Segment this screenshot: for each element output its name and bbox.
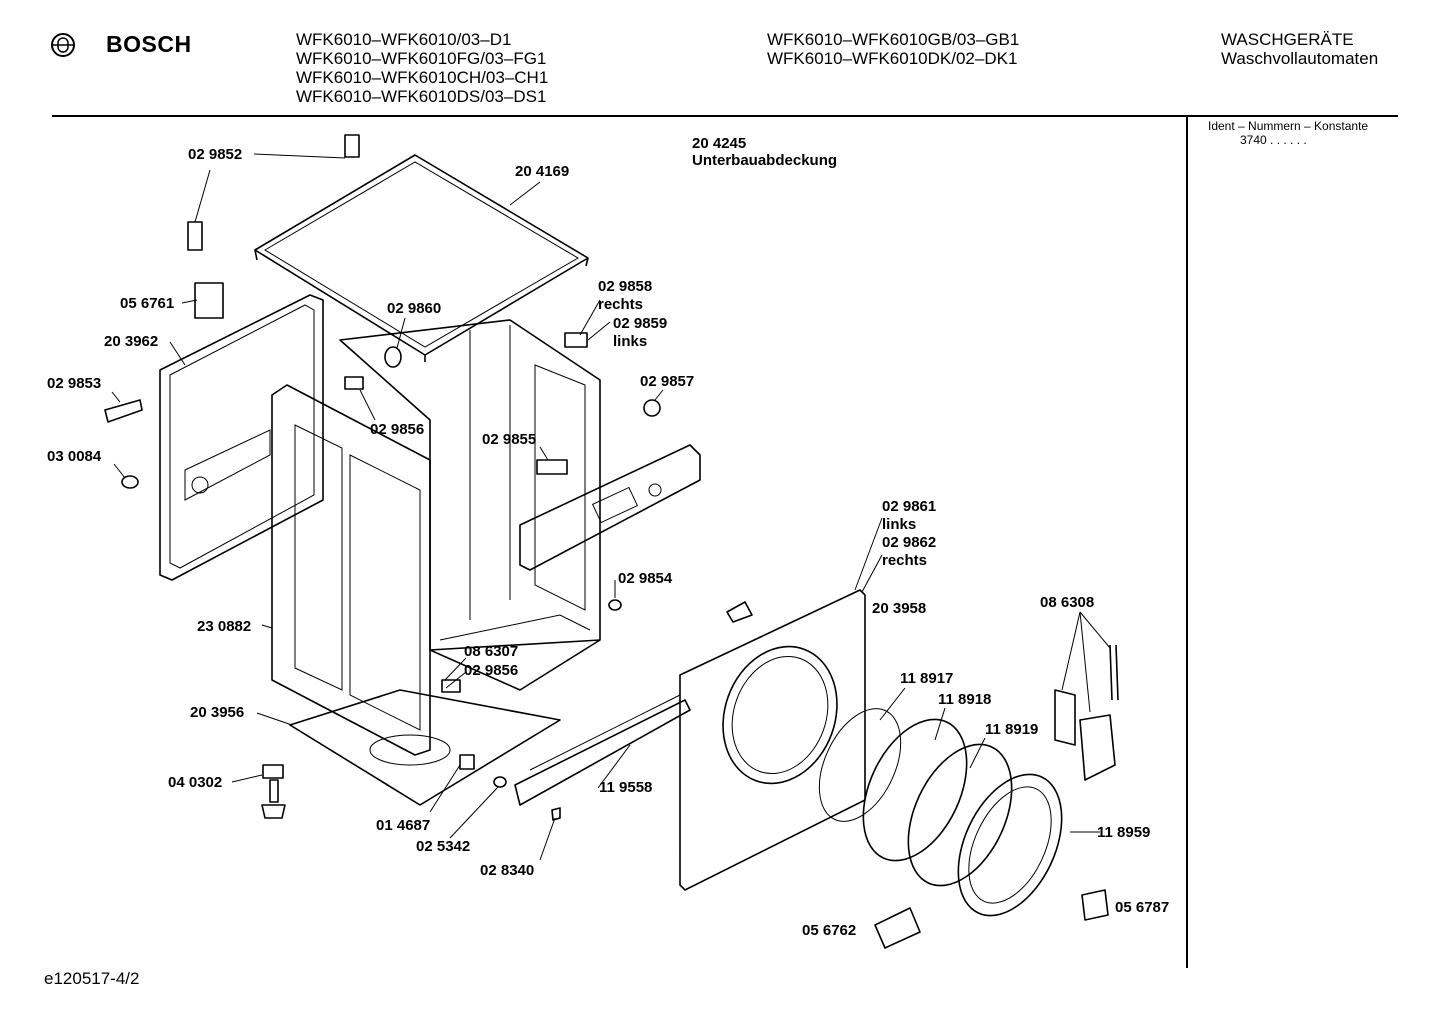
- model-list-1: WFK6010–WFK6010/03–D1 WFK6010–WFK6010FG/…: [296, 30, 548, 106]
- part-label: 02 9852: [188, 146, 243, 163]
- base-plate: [289, 689, 561, 806]
- document-code: e120517-4/2: [44, 969, 140, 988]
- control-bracket: [519, 444, 701, 571]
- part-label-side: rechts: [598, 296, 644, 313]
- part-label: 02 9859: [613, 315, 668, 332]
- part-label: 04 0302: [168, 774, 223, 791]
- part-label: 02 9857: [640, 373, 695, 390]
- part-label: 01 4687: [376, 817, 431, 834]
- model-line: WFK6010–WFK6010CH/03–CH1: [296, 68, 549, 87]
- part-label: 23 0882: [197, 618, 252, 635]
- model-line: WFK6010–WFK6010DK/02–DK1: [767, 49, 1018, 68]
- part-label: 20 4169: [515, 163, 570, 180]
- bosch-armature-icon: [51, 33, 75, 57]
- part-label: 20 3956: [190, 704, 245, 721]
- category-subtitle: Waschvollautomaten: [1221, 49, 1379, 68]
- part-label: 02 9858: [598, 278, 653, 295]
- cabinet-frame: [339, 319, 601, 691]
- side-panel-left: [159, 294, 324, 581]
- part-label: 02 9853: [47, 375, 102, 392]
- part-label: 05 6762: [802, 922, 857, 939]
- model-list-2: WFK6010–WFK6010GB/03–GB1 WFK6010–WFK6010…: [767, 30, 1019, 68]
- part-label: 11 8917: [900, 670, 954, 687]
- model-line: WFK6010–WFK6010/03–D1: [296, 30, 512, 49]
- part-label: 05 6787: [1115, 899, 1170, 916]
- door-rings: [818, 708, 1063, 917]
- category-block: WASCHGERÄTE Waschvollautomaten: [1221, 30, 1378, 68]
- top-cover: [254, 154, 589, 362]
- part-label-side: rechts: [882, 552, 928, 569]
- part-label: 03 0084: [47, 448, 102, 465]
- part-label: 02 9854: [618, 570, 673, 587]
- part-label: 02 9860: [387, 300, 442, 317]
- ident-block: Ident – Nummern – Konstante 3740 . . . .…: [1208, 119, 1368, 147]
- brand-name: BOSCH: [106, 31, 192, 57]
- note-number: 20 4245: [692, 135, 747, 152]
- leader-lines: [111, 153, 1111, 861]
- note-text: Unterbauabdeckung: [692, 152, 838, 169]
- ident-label: Ident – Nummern – Konstante: [1208, 119, 1369, 133]
- part-label-side: links: [882, 516, 917, 533]
- part-label: 20 3962: [104, 333, 159, 350]
- front-cabinet-panel: [271, 384, 431, 756]
- base-strip: [514, 694, 691, 806]
- part-label: 11 8918: [938, 691, 992, 708]
- model-line: WFK6010–WFK6010DS/03–DS1: [296, 87, 547, 106]
- part-label: 02 9855: [482, 431, 537, 448]
- part-label: 02 9862: [882, 534, 937, 551]
- part-label: 11 8959: [1097, 824, 1151, 841]
- part-label: 08 6307: [464, 643, 519, 660]
- part-label: 11 8919: [985, 721, 1039, 738]
- bosch-logo: [50, 32, 76, 63]
- hinge-assembly: [1054, 644, 1119, 781]
- small-parts: [104, 134, 1109, 949]
- part-label: 02 9856: [370, 421, 425, 438]
- part-label: 02 8340: [480, 862, 535, 879]
- category-title: WASCHGERÄTE: [1221, 30, 1354, 49]
- part-label: 05 6761: [120, 295, 175, 312]
- model-line: WFK6010–WFK6010FG/03–FG1: [296, 49, 547, 68]
- ident-value: 3740 . . . . . .: [1240, 133, 1307, 147]
- part-label: 11 9558: [599, 779, 653, 796]
- model-line: WFK6010–WFK6010GB/03–GB1: [767, 30, 1020, 49]
- note-block: 20 4245 Unterbauabdeckung: [692, 135, 837, 169]
- part-label-side: links: [613, 333, 648, 350]
- part-label: 20 3958: [872, 600, 927, 617]
- part-label: 02 5342: [416, 838, 471, 855]
- part-label: 08 6308: [1040, 594, 1095, 611]
- part-label: 02 9861: [882, 498, 937, 515]
- part-label: 02 9856: [464, 662, 519, 679]
- front-door-panel: [679, 589, 866, 891]
